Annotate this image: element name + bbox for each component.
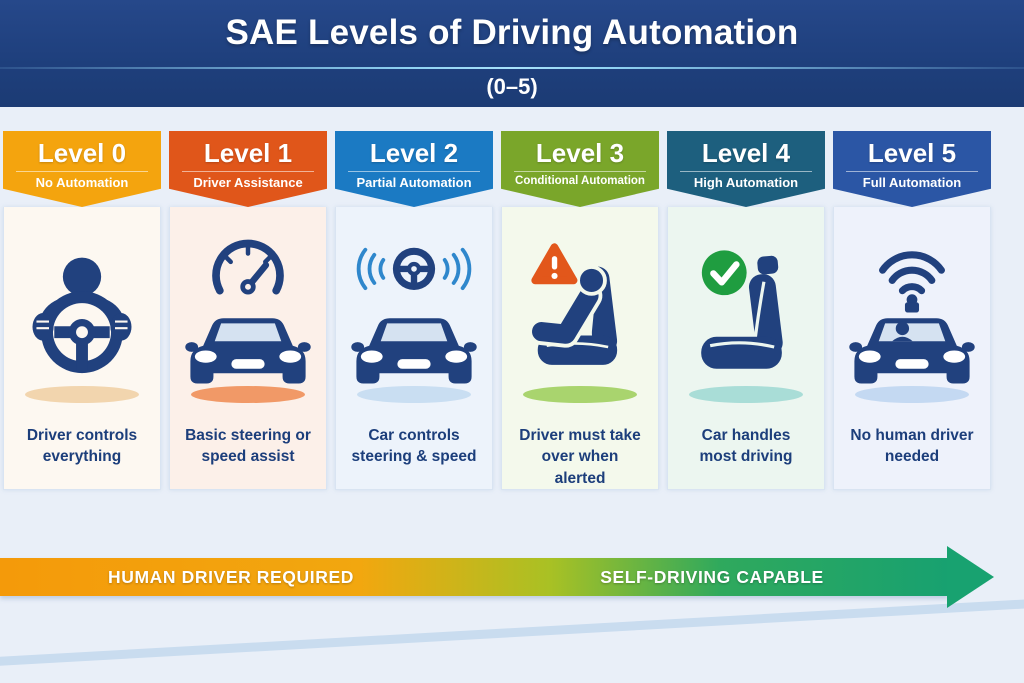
- self-driving-label: SELF-DRIVING CAPABLE: [600, 566, 824, 587]
- human-driver-label: HUMAN DRIVER REQUIRED: [108, 566, 354, 587]
- levels-area: Level 0 No Automation: [0, 107, 1024, 683]
- level-1-description: Basic steering or speed assist: [185, 427, 311, 466]
- level-1-card: Basic steering or speed assist: [169, 207, 327, 491]
- ribbon-divider: [845, 171, 979, 172]
- driver-steering-wheel-icon: [32, 257, 132, 374]
- infographic-subtitle: (0–5): [486, 74, 538, 99]
- checkmark-empty-seat-icon: [701, 250, 783, 369]
- level-4-card: Car handles most driving: [667, 207, 825, 491]
- ribbon-divider: [181, 171, 315, 172]
- level-5-name: Full Automation: [862, 175, 962, 190]
- level-2-name: Partial Automation: [356, 175, 472, 190]
- ribbon-divider: [15, 171, 149, 172]
- level-0-column: Level 0 No Automation: [3, 131, 161, 491]
- level-5-icon-zone: [834, 221, 990, 409]
- ribbon-divider: [513, 171, 647, 172]
- level-4-name: High Automation: [693, 175, 799, 190]
- level-5-title: Level 5: [867, 138, 957, 168]
- level-3-description: Driver must take over when alerted: [519, 427, 641, 487]
- level-4-title: Level 4: [701, 138, 791, 168]
- level-3-icon-zone: [502, 221, 658, 409]
- level-2-card: Car controls steering & speed: [335, 207, 493, 491]
- icon-shadow: [25, 386, 139, 403]
- icon-shadow: [357, 386, 471, 403]
- level-4-description: Car handles most driving: [699, 427, 793, 466]
- level-3-name: Conditional Automation: [515, 175, 645, 187]
- level-3-column: Level 3 Conditional Automation: [501, 131, 659, 491]
- icon-shadow: [191, 386, 305, 403]
- automation-progress-arrow: HUMAN DRIVER REQUIRED SELF-DRIVING CAPAB…: [0, 546, 1024, 638]
- level-0-icon-zone: [4, 221, 160, 409]
- icon-shadow: [689, 386, 803, 403]
- ribbon-divider: [347, 171, 481, 172]
- infographic-title: SAE Levels of Driving Automation: [225, 13, 799, 52]
- level-1-icon-zone: [170, 221, 326, 409]
- level-5-description: No human driver needed: [850, 427, 974, 466]
- level-3-card: Driver must take over when alerted: [501, 207, 659, 491]
- arrow-head-icon: [947, 546, 994, 608]
- connected-steering-wheel-car-icon: [351, 247, 477, 384]
- level-0-title: Level 0: [37, 138, 127, 168]
- level-4-column: Level 4 High Automation: [667, 131, 825, 491]
- speedometer-car-icon: [185, 239, 311, 384]
- level-1-title: Level 1: [203, 138, 293, 168]
- level-3-title: Level 3: [535, 138, 625, 168]
- level-2-column: Level 2 Partial Automation: [335, 131, 493, 491]
- title-divider: [0, 67, 1024, 69]
- level-0-description: Driver controls everything: [26, 427, 138, 466]
- level-5-column: Level 5 Full Automation: [833, 131, 991, 491]
- icon-shadow: [855, 386, 969, 403]
- level-3-header: Level 3 Conditional Automation: [501, 131, 659, 207]
- level-columns: Level 0 No Automation: [3, 131, 991, 491]
- level-4-icon-zone: [668, 221, 824, 409]
- wifi-autonomous-car-icon: [849, 251, 975, 384]
- level-1-name: Driver Assistance: [193, 175, 303, 190]
- level-1-column: Level 1 Driver Assistance: [169, 131, 327, 491]
- title-banner: SAE Levels of Driving Automation (0–5): [0, 0, 1024, 107]
- alert-reclined-driver-icon: [528, 243, 618, 365]
- level-4-header: Level 4 High Automation: [667, 131, 825, 207]
- level-2-title: Level 2: [369, 138, 459, 168]
- level-0-name: No Automation: [35, 175, 129, 190]
- level-5-header: Level 5 Full Automation: [833, 131, 991, 207]
- gradient-arrow-bar: HUMAN DRIVER REQUIRED SELF-DRIVING CAPAB…: [0, 558, 948, 596]
- icon-shadow: [523, 386, 637, 403]
- level-0-header: Level 0 No Automation: [3, 131, 161, 207]
- level-2-icon-zone: [336, 221, 492, 409]
- level-1-header: Level 1 Driver Assistance: [169, 131, 327, 207]
- level-5-card: No human driver needed: [833, 207, 991, 491]
- level-0-card: Driver controls everything: [3, 207, 161, 491]
- level-2-header: Level 2 Partial Automation: [335, 131, 493, 207]
- level-2-description: Car controls steering & speed: [351, 427, 477, 466]
- ribbon-divider: [679, 171, 813, 172]
